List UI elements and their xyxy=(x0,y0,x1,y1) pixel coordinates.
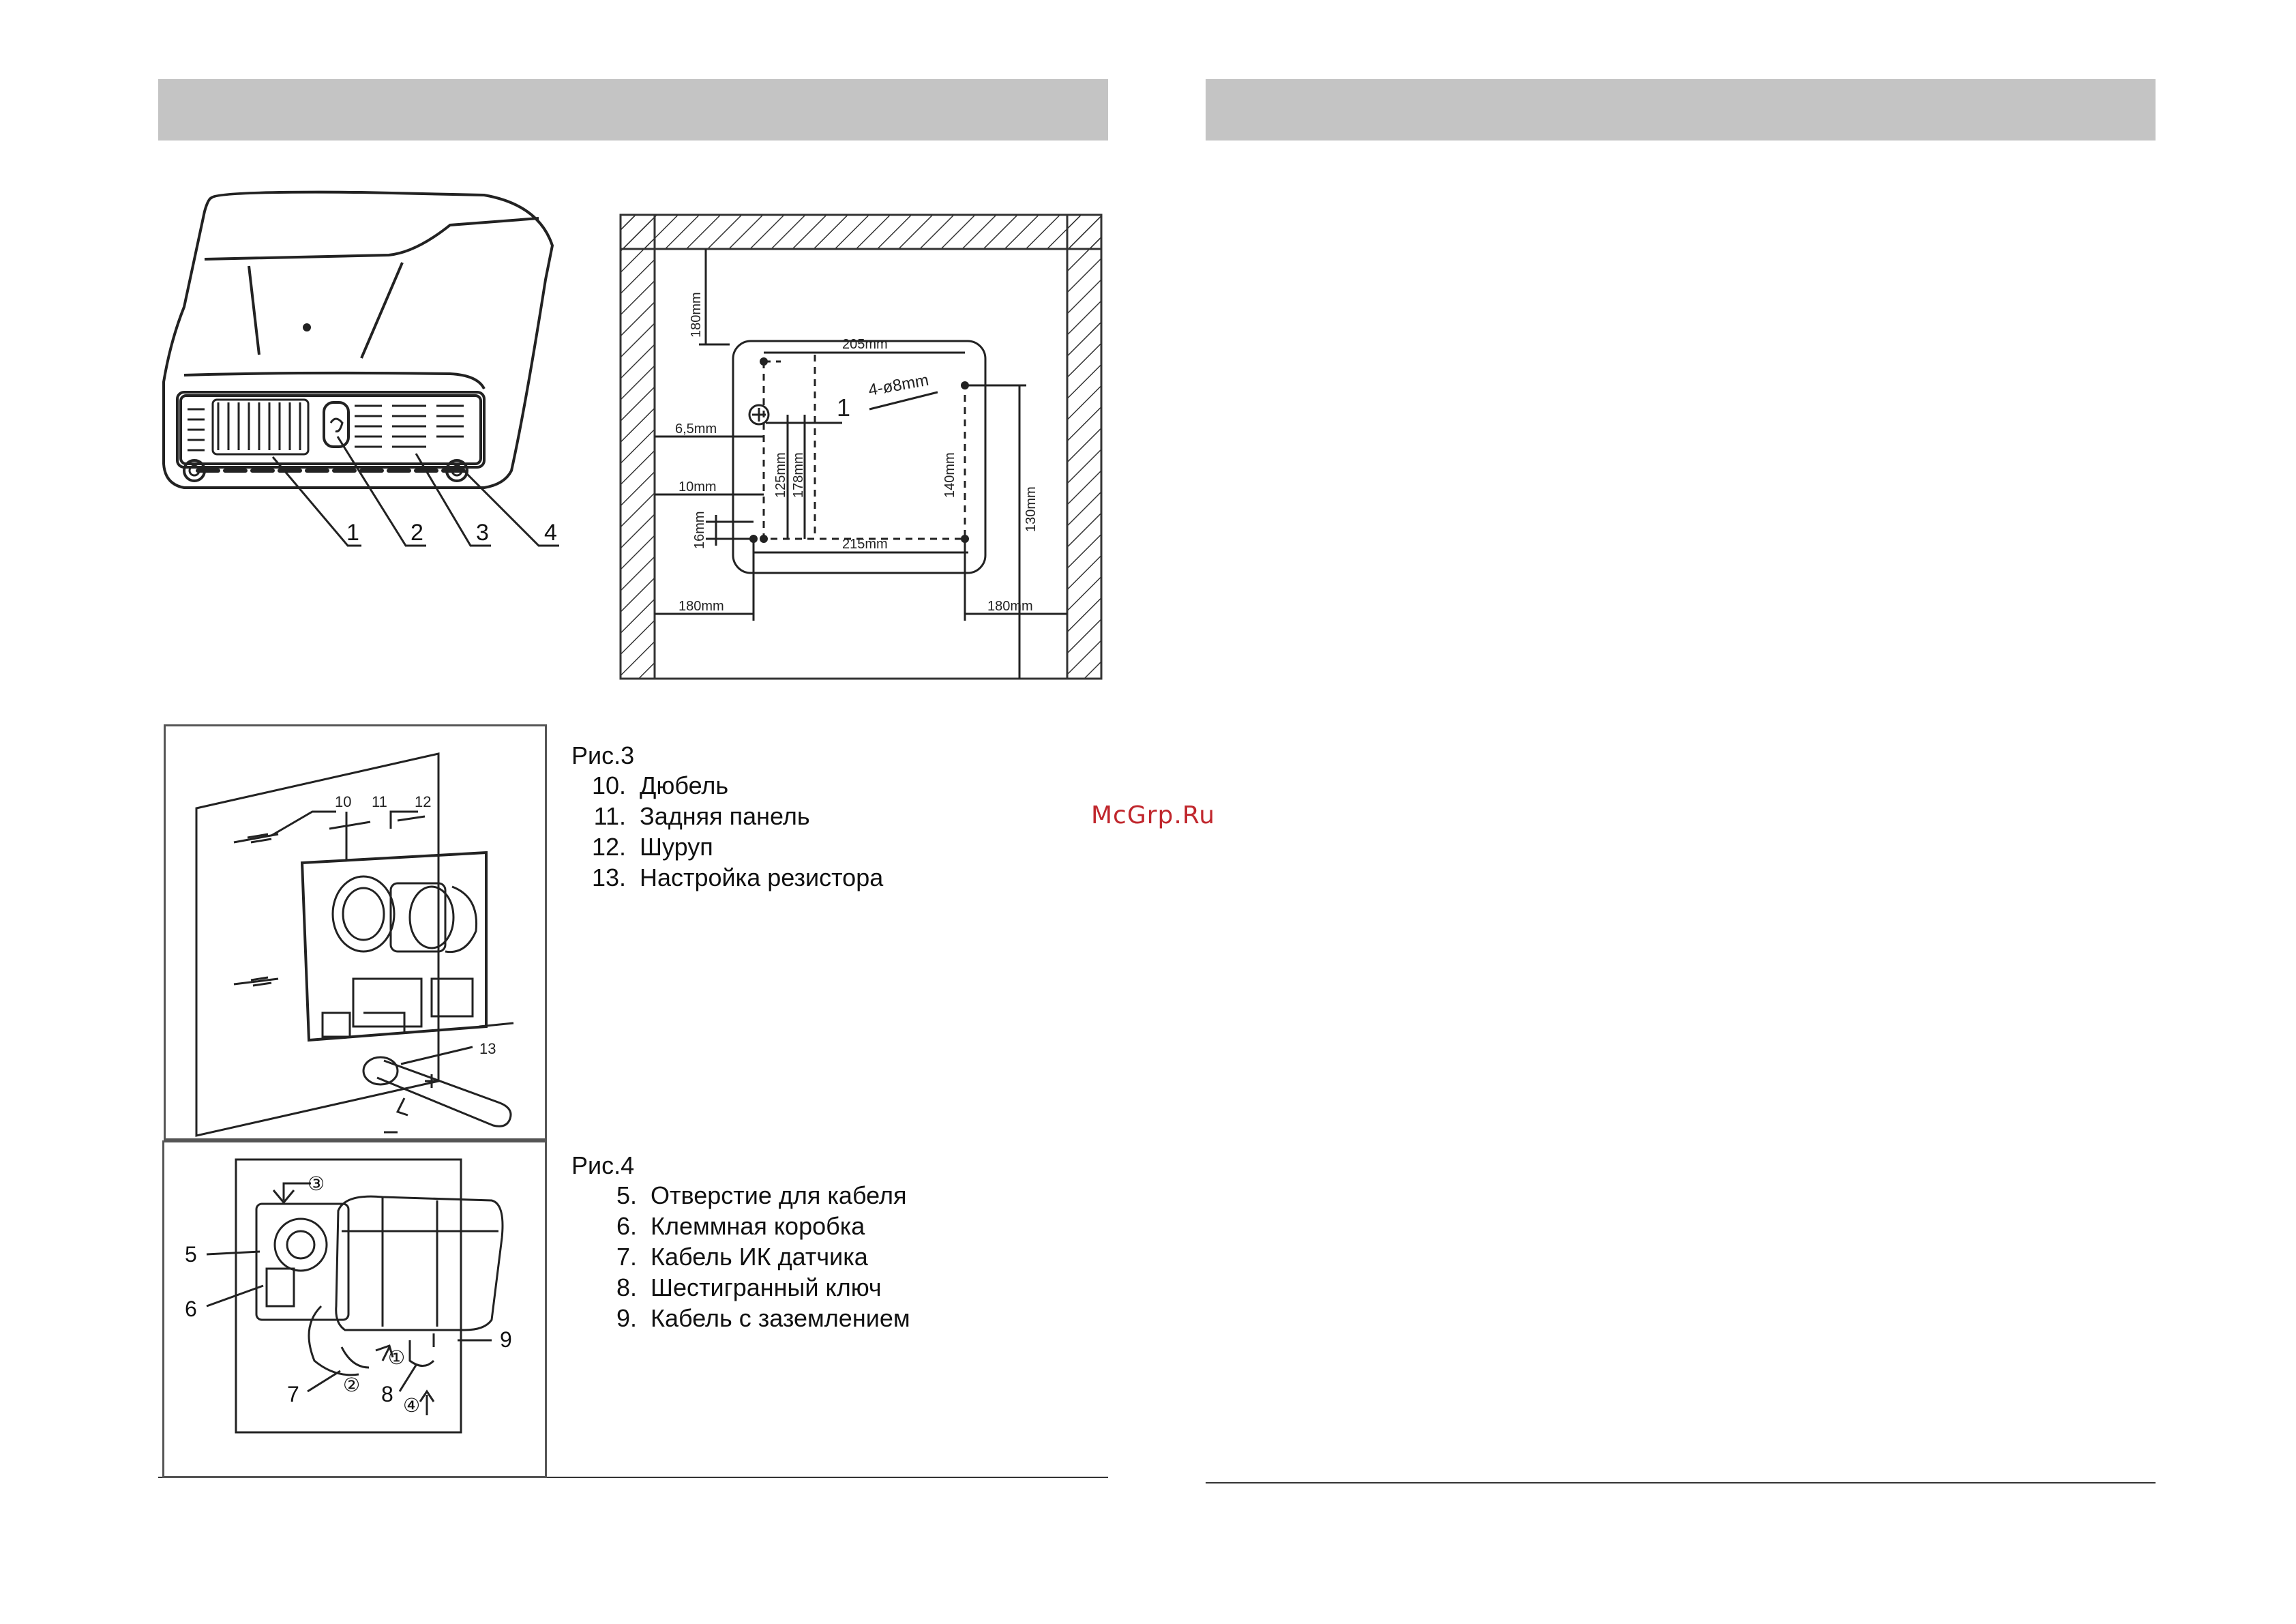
fig4-legend-item: 8.Шестигранный ключ xyxy=(616,1273,882,1301)
fig3-callout-13: 13 xyxy=(479,1040,496,1057)
fig3-legend-item: 10.Дюбель xyxy=(591,771,729,799)
fig4-legend-item: 9.Кабель с заземлением xyxy=(616,1304,910,1332)
fig2-dim-offset-6-5: 6,5mm xyxy=(675,422,717,437)
right-page-header-bar xyxy=(1206,79,2156,141)
fig3-title: Рис.3 xyxy=(571,741,635,769)
fig2-dim-offset-16: 16mm xyxy=(692,511,707,549)
fig4-step-3: ③ xyxy=(308,1173,325,1194)
fig4-callout-7: 7 xyxy=(287,1382,299,1406)
fig2-dim-h-125: 125mm xyxy=(773,452,788,498)
fig3-callout-12: 12 xyxy=(415,793,431,810)
fig2-dim-h-140: 140mm xyxy=(942,452,957,498)
fig4-caption: Рис.4 5.Отверстие для кабеля 6.Клеммная … xyxy=(571,1151,910,1333)
fig3-installation-drawing: 10 11 12 13 xyxy=(195,752,514,1137)
fig3-callout-10: 10 xyxy=(335,793,351,810)
fig4-legend-list: 5.Отверстие для кабеля 6.Клеммная коробк… xyxy=(588,1180,910,1333)
fig2-callout-1: 1 xyxy=(837,394,850,422)
fig1-dryer-drawing: 1 2 3 4 xyxy=(162,190,559,547)
fig4-legend-item: 6.Клеммная коробка xyxy=(616,1212,865,1240)
fig4-legend-item: 5.Отверстие для кабеля xyxy=(616,1181,907,1209)
fig2-dim-h-130: 130mm xyxy=(1024,486,1039,532)
fig4-step-2: ② xyxy=(343,1374,360,1396)
fig3-callout-11: 11 xyxy=(372,793,387,810)
fig2-dim-left-gap: 180mm xyxy=(679,599,724,614)
fig2-dim-right-gap: 180mm xyxy=(987,599,1033,614)
fig4-wiring-drawing: 5 6 7 8 9 ③ ① ② ④ xyxy=(185,1158,512,1434)
fig4-title: Рис.4 xyxy=(571,1151,635,1179)
fig2-dim-h-178: 178mm xyxy=(791,452,806,498)
fig4-callout-6: 6 xyxy=(185,1297,197,1321)
fig3-legend-item: 11.Задняя панель xyxy=(593,802,810,830)
fig3-caption: Рис.3 10.Дюбель 11.Задняя панель 12.Шуру… xyxy=(571,741,883,893)
fig1-callout-4: 4 xyxy=(544,520,557,546)
fig1-callout-3: 3 xyxy=(476,520,489,546)
fig2-dim-offset-10: 10mm xyxy=(679,479,717,494)
fig3-legend-item: 12.Шуруп xyxy=(591,833,713,861)
left-page-header-bar xyxy=(158,79,1108,141)
right-page-bottom-rule xyxy=(1206,1482,2156,1483)
fig4-legend-item: 7.Кабель ИК датчика xyxy=(616,1243,868,1271)
fig3-legend-list: 10.Дюбель 11.Задняя панель 12.Шуруп 13.Н… xyxy=(577,770,883,893)
fig2-dim-top-gap: 180mm xyxy=(689,292,704,338)
fig2-dim-width-top: 205mm xyxy=(842,337,888,352)
fig3-legend-item: 13.Настройка резистора xyxy=(591,863,884,891)
fig4-step-1: ① xyxy=(388,1347,405,1368)
fig1-callout-2: 2 xyxy=(411,520,423,546)
fig2-mounting-diagram: 180mm 205mm 4-ø8mm 1 6,5mm 125mm 178mm 1… xyxy=(619,213,1103,680)
fig3-frame xyxy=(164,724,547,1140)
fig2-dim-width-bottom: 215mm xyxy=(842,537,888,552)
fig4-step-4: ④ xyxy=(403,1395,420,1416)
watermark-text: McGrp.Ru xyxy=(1091,801,1216,829)
left-page-bottom-rule xyxy=(158,1477,1108,1478)
fig4-frame xyxy=(162,1140,547,1478)
fig1-callout-1: 1 xyxy=(346,520,359,546)
fig4-callout-9: 9 xyxy=(500,1327,512,1352)
fig4-callout-8: 8 xyxy=(381,1382,393,1406)
fig4-callout-5: 5 xyxy=(185,1242,197,1267)
